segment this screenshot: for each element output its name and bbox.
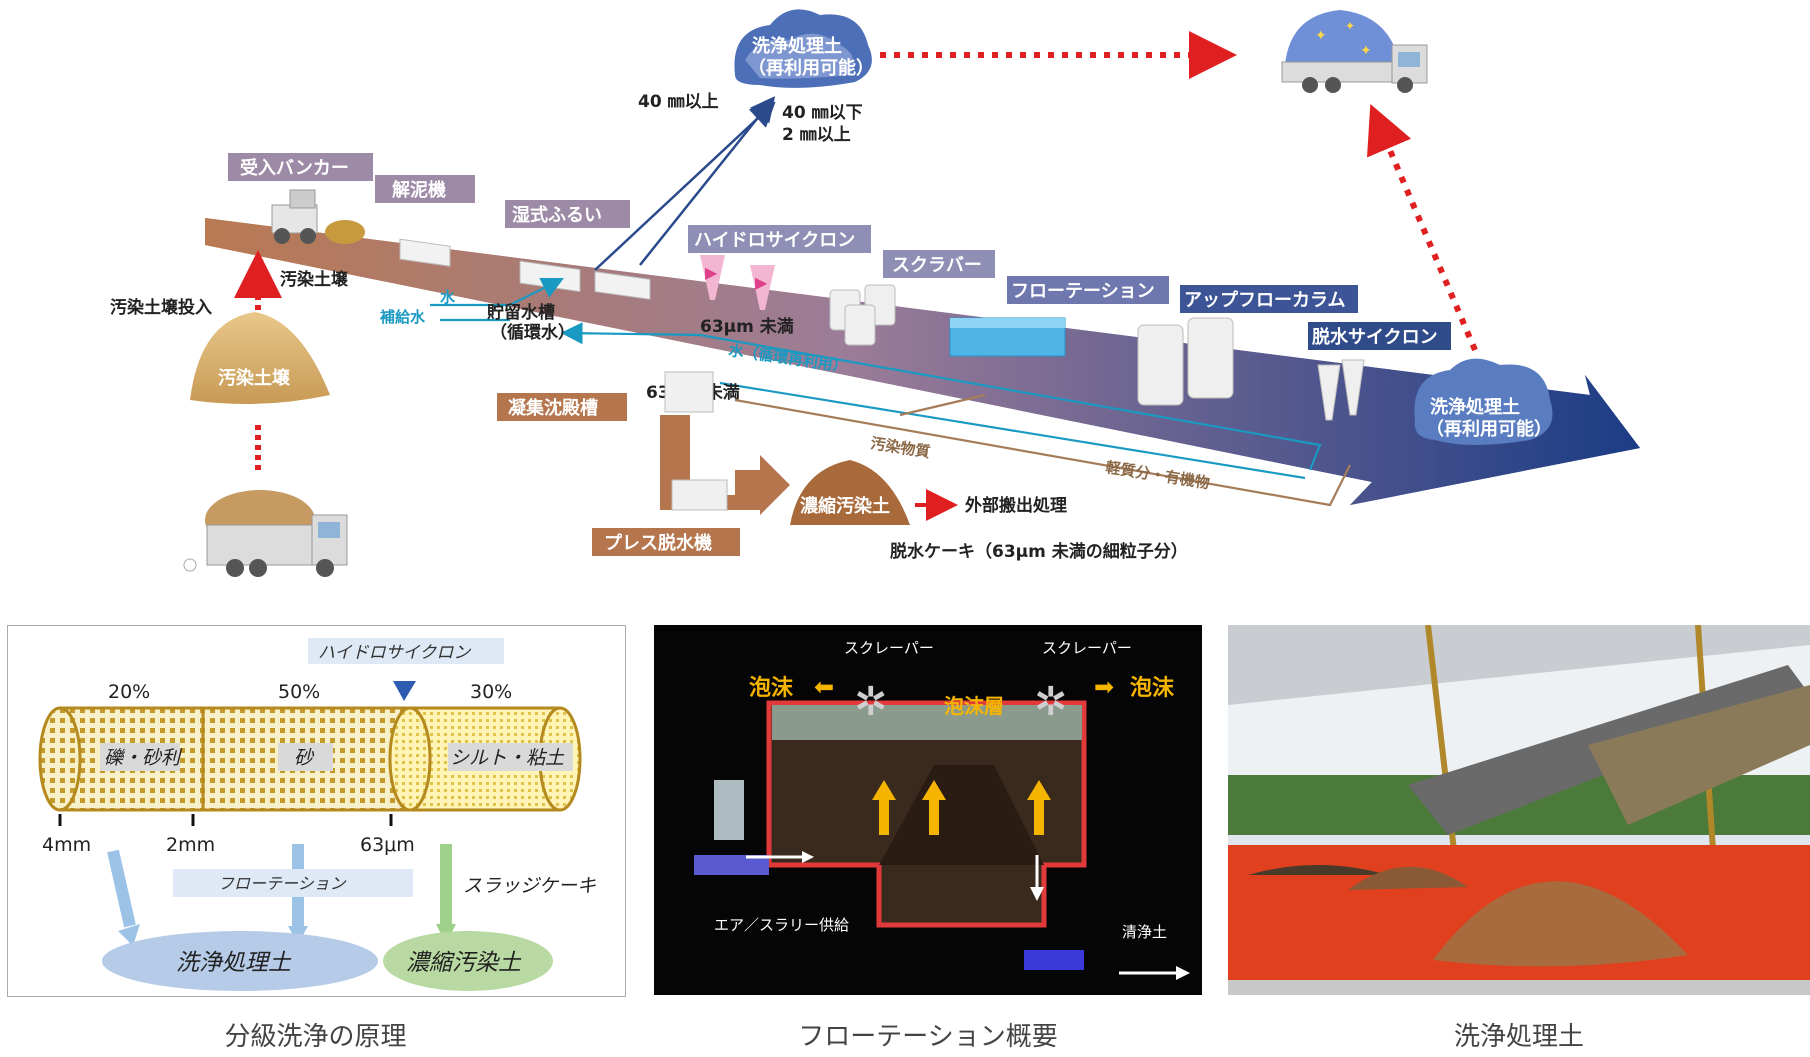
flotation-panel: スクレーパー スクレーパー ✲ ✲ 泡沫 泡沫 泡沫層 ⬅ ➡ エア／スラリー供… [654,625,1202,995]
storage-tank-2: （循環水） [490,322,575,343]
clean-soil-cloud-icon [734,9,872,88]
scraper1: スクレーパー [844,639,934,657]
press-label: プレス脱水機 [604,532,712,554]
conc-soil-label: 濃縮汚染土 [800,495,890,517]
dump-truck-icon [183,490,348,577]
pile-label: 汚染土壌 [218,367,291,389]
scraper-icon: ✲ [854,679,888,725]
concentrated-soil-icon [790,460,910,525]
feed-label: エア／スラリー供給 [714,916,849,934]
tick3: 63μm [360,834,415,856]
coag-tank-label: 凝集沈殿槽 [508,397,598,419]
caption-principle: 分級洗浄の原理 [224,1022,407,1052]
clean-soil-photo [1228,625,1810,995]
soil-input-label: 汚染土壌投入 [110,297,212,318]
svg-text:▶: ▶ [755,273,768,292]
svg-text:▶: ▶ [705,263,718,282]
conc-soil-oval: 濃縮汚染土 [406,950,522,976]
foam1: 泡沫 [749,675,794,701]
water-label: 水 [440,288,456,306]
pct3: 30% [470,681,512,703]
svg-text:✦: ✦ [1360,43,1372,59]
debriller-label: 解泥機 [392,179,446,201]
pct2: 50% [278,681,320,703]
svg-text:✲: ✲ [1034,679,1068,725]
coag-tank-icon [660,371,790,515]
principle-diagram: ハイドロサイクロン 20% 50% 30% 礫・砂利 砂 シルト・粘土 4mm … [38,638,596,991]
makeup-water-label: 補給水 [379,308,426,326]
svg-text:✦: ✦ [1315,28,1327,44]
foam-layer: 泡沫層 [944,694,1004,718]
contaminated-soil-label: 汚染土壌 [280,269,349,290]
external-label: 外部搬出処理 [965,495,1067,516]
hopper-label: 受入バンカー [240,157,349,179]
principle-panel: ハイドロサイクロン 20% 50% 30% 礫・砂利 砂 シルト・粘土 4mm … [7,625,626,997]
caption-flotation: フローテーション概要 [798,1022,1058,1052]
sludge-lines [734,393,1351,507]
caption-clean-soil: 洗浄処理土 [1453,1022,1584,1052]
flotation-label: フローテーション [218,874,347,893]
hydrocyclone-label: ハイドロサイクロン [694,230,855,251]
foam2: 泡沫 [1130,675,1175,701]
loader-icon [271,189,365,244]
seg1: 礫・砂利 [104,747,183,769]
flotation-diagram: スクレーパー スクレーパー ✲ ✲ 泡沫 泡沫 泡沫層 ⬅ ➡ エア／スラリー供… [694,639,1190,980]
contaminated-pile-icon [190,312,330,404]
light-organic-label: 軽質分・有機物 [1104,458,1211,492]
dewater-cyclone-label: 脱水サイクロン [1312,326,1438,348]
svg-text:⬅: ⬅ [814,673,834,701]
water-lines [430,278,1322,480]
svg-text:➡: ➡ [1094,673,1114,701]
process-flow-diagram: 汚染土壌 汚染土壌投入 汚染土壌 ▶ ▶ [110,9,1640,577]
hydrocyclone-icon: ▶ ▶ [700,255,775,310]
under63-label-a: 63μm 未満 [700,316,794,337]
seg2: 砂 [294,747,315,769]
flotation-label: フローテーション [1011,281,1155,302]
pct1: 20% [108,681,150,703]
clean-soil-oval: 洗浄処理土 [176,950,292,976]
clean-soil-top-2: （再利用可能） [748,57,874,79]
tick1: 4mm [42,834,91,856]
upflow-column-label: アップフローカラム [1184,289,1345,311]
over40-label: 40 ㎜以上 [638,92,719,112]
upflow-column-icon [1137,317,1234,406]
flotation-icon [949,317,1066,357]
clean-soil-photo-drawing [1228,625,1810,995]
under40-label: 40 ㎜以下 [782,103,863,123]
process-labels: 受入バンカー 解泥機 湿式ふるい ハイドロサイクロン スクラバー フローテーショ… [228,153,1451,350]
clean-soil-right-2: （再利用可能） [1426,418,1552,440]
clean-soil-truck-icon: ✦ ✦ ✦ [1281,10,1428,93]
contaminants-label: 汚染物質 [869,434,931,461]
clean-soil-cloud-right-icon [1414,358,1553,445]
clean-label: 清浄土 [1122,923,1167,941]
dewater-cyclone-icon [1317,359,1365,421]
equipment-icons [399,238,651,300]
scrubber-icon [829,284,896,346]
over2-label: 2 ㎜以上 [782,125,851,145]
cake-label: 脱水ケーキ（63μm 未満の細粒子分） [890,541,1188,562]
sludge-label: スラッジケーキ [463,875,596,897]
seg3: シルト・粘土 [450,747,565,769]
svg-text:✦: ✦ [1345,19,1355,33]
tick2: 2mm [166,834,215,856]
scraper2: スクレーパー [1042,639,1132,657]
hydro-label: ハイドロサイクロン [318,643,471,663]
wet-screen-label: 湿式ふるい [512,204,602,226]
storage-tank-1: 貯留水槽 [487,302,555,323]
clean-soil-top-1: 洗浄処理土 [752,35,842,57]
scrubber-label: スクラバー [892,255,982,276]
clean-soil-right-1: 洗浄処理土 [1430,396,1520,418]
